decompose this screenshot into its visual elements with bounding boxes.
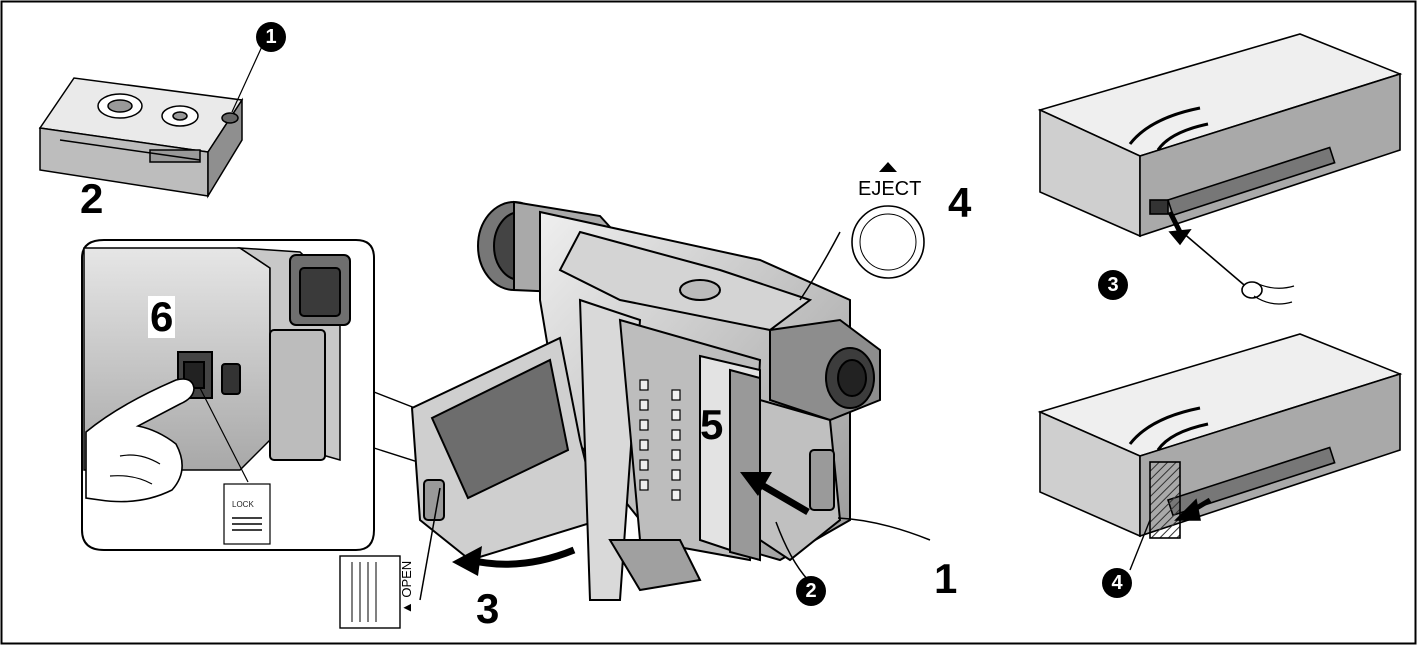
cassette-right-top <box>1037 33 1403 305</box>
eject-button-illustration <box>851 162 925 279</box>
step-number-6: 6 <box>148 293 176 340</box>
cassette-right-bottom <box>1037 333 1403 571</box>
step-number-4: 4 <box>948 179 972 226</box>
insert-direction-arrow <box>740 472 810 516</box>
open-arrow-icon: ▲ <box>399 601 415 615</box>
open-direction-arrow <box>452 546 576 576</box>
circled-number-2: 2 <box>796 576 826 606</box>
open-label-text: OPEN <box>399 560 415 598</box>
lock-label: LOCK <box>232 500 254 509</box>
mini-cassette-top-left <box>38 41 265 199</box>
inset-lock-panel <box>81 239 375 551</box>
open-slide-tag <box>339 555 401 629</box>
step-number-2: 2 <box>80 175 104 222</box>
step-number-5: 5 <box>700 401 724 448</box>
camcorder-illustration <box>410 200 881 601</box>
circled-number-4: 4 <box>1102 568 1132 598</box>
circled-number-3: 3 <box>1098 270 1128 300</box>
circled-number-1: 1 <box>256 22 286 52</box>
open-label: ▲ OPEN <box>399 561 414 614</box>
eject-label: EJECT <box>858 178 922 200</box>
step-number-1: 1 <box>934 555 958 602</box>
step-number-3: 3 <box>476 585 500 632</box>
